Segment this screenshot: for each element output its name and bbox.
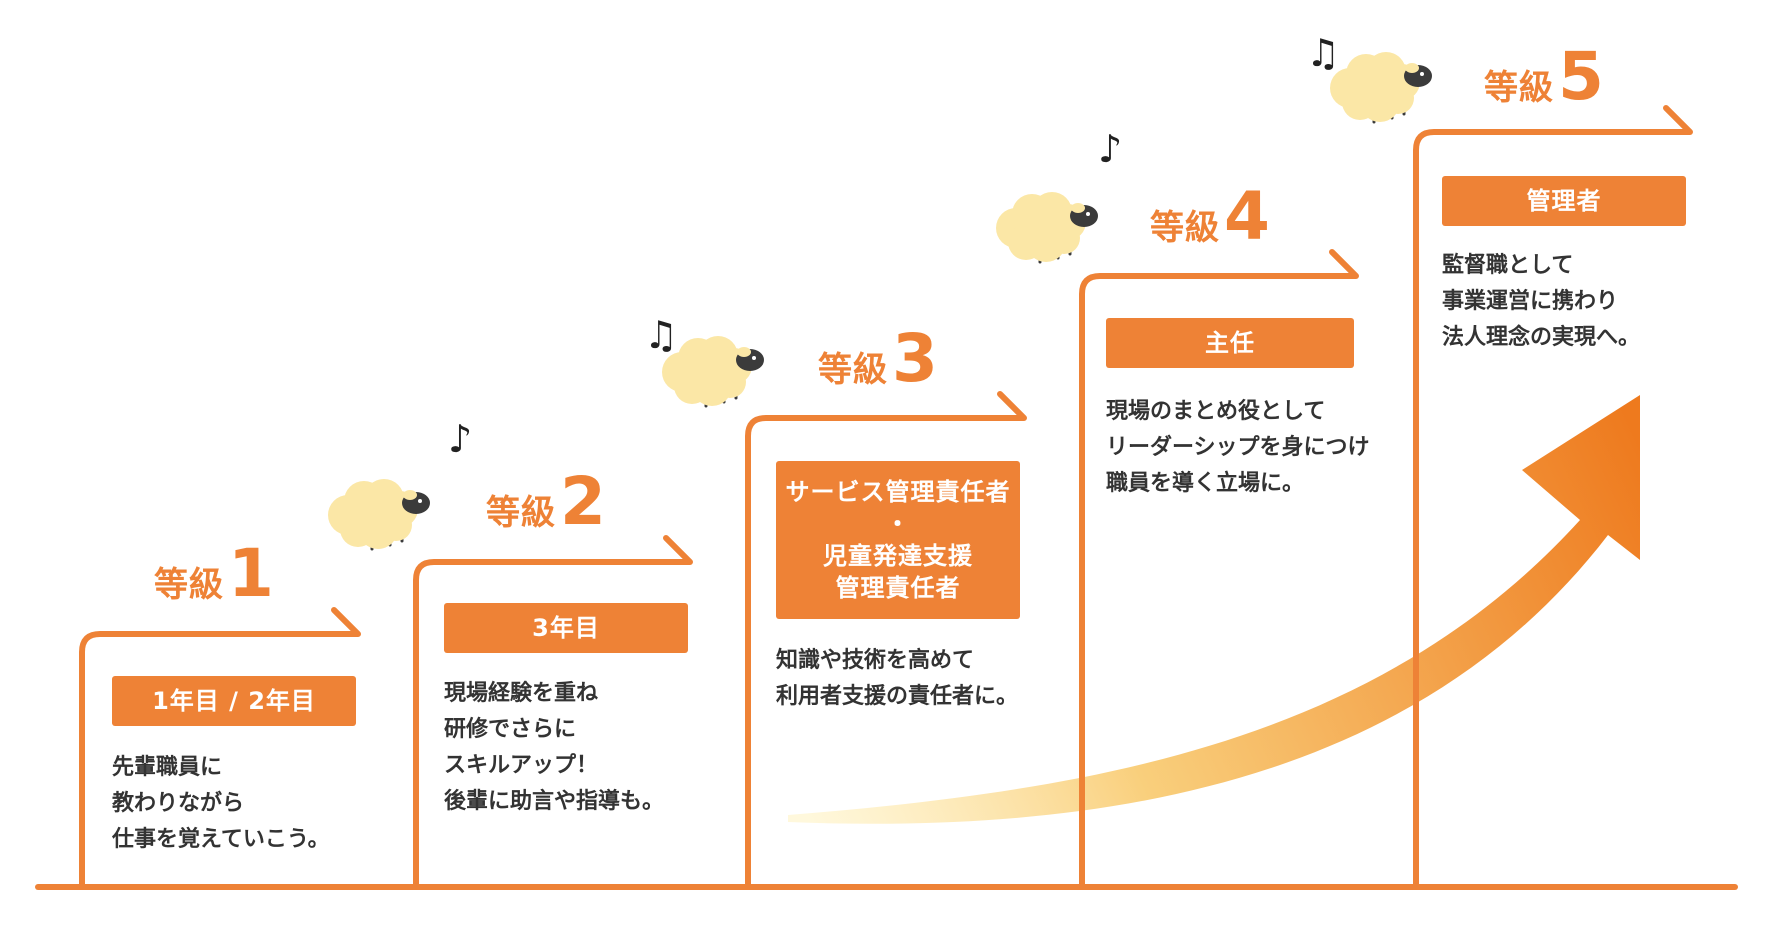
step-label: 等級 [1484,68,1554,108]
description-line: 先輩職員に [112,755,223,780]
description-line: 現場経験を重ね [444,681,599,706]
step-title-4: 等級4 [1150,178,1270,255]
description-line: 仕事を覚えていこう。 [112,827,330,852]
step-label: 等級 [486,493,556,533]
step-title-1: 等級1 [154,535,274,612]
description-line: 監督職として [1442,253,1574,278]
role-line: 3年目 [532,614,600,642]
description-2: 現場経験を重ね 研修でさらに スキルアップ！ 後輩に助言や指導も。 [444,676,664,820]
step-outline-3 [745,391,1027,890]
step-outline-5 [1413,105,1693,890]
role-badge-5: 管理者 [1442,176,1686,226]
music-note-icon: ♪ [1098,127,1122,171]
role-line: ・ [885,510,911,538]
description-line: 知識や技術を高めて [776,648,975,673]
description-line: 現場のまとめ役として [1106,399,1326,424]
step-outline-2 [413,535,693,890]
sheep-icon [328,479,430,551]
sheep-icon [662,336,764,408]
role-badge-2: 3年目 [444,603,688,653]
step-number: 3 [892,320,938,397]
sheep-icon [996,192,1098,264]
role-line: 管理者 [1526,187,1602,215]
step-number: 4 [1224,178,1270,255]
step-outline-1 [79,607,361,890]
description-5: 監督職として 事業運営に携わり 法人理念の実現へ。 [1442,248,1640,356]
role-line: 児童発達支援 [823,542,973,570]
music-note-icon: ♫ [1306,31,1340,75]
step-title-3: 等級3 [818,320,938,397]
step-number: 2 [560,463,606,540]
description-line: 事業運営に携わり [1442,289,1619,314]
description-3: 知識や技術を高めて 利用者支援の責任者に。 [776,643,1018,715]
role-line: 主任 [1205,329,1255,357]
step-number: 5 [1558,38,1604,115]
music-note-icon: ♪ [448,417,472,461]
step-title-2: 等級2 [486,463,606,540]
role-line: 1年目 / 2年目 [152,687,316,715]
description-line: スキルアップ！ [444,753,599,778]
sheep-icon [1330,52,1432,124]
music-note-icon: ♫ [644,313,678,357]
step-outline-4 [1079,249,1359,890]
description-line: 研修でさらに [444,717,577,742]
description-line: 法人理念の実現へ。 [1442,325,1641,350]
role-badge-4: 主任 [1106,318,1354,368]
step-label: 等級 [154,565,224,605]
description-line: 利用者支援の責任者に。 [776,684,1019,709]
role-badge-1: 1年目 / 2年目 [112,676,356,726]
step-label: 等級 [818,350,888,390]
step-title-5: 等級5 [1484,38,1604,115]
role-line: サービス管理責任者 [785,478,1011,506]
description-line: 職員を導く立場に。 [1106,471,1305,496]
role-line: 管理責任者 [835,574,961,602]
step-label: 等級 [1150,208,1220,248]
description-1: 先輩職員に 教わりながら 仕事を覚えていこう。 [112,750,330,858]
description-line: 後輩に助言や指導も。 [444,789,665,814]
step-number: 1 [228,535,274,612]
role-badge-3: サービス管理責任者 ・ 児童発達支援 管理責任者 [776,461,1020,619]
description-line: リーダーシップを身につけ [1106,435,1370,460]
description-line: 教わりながら [112,791,245,816]
description-4: 現場のまとめ役として リーダーシップを身につけ 職員を導く立場に。 [1106,394,1370,502]
